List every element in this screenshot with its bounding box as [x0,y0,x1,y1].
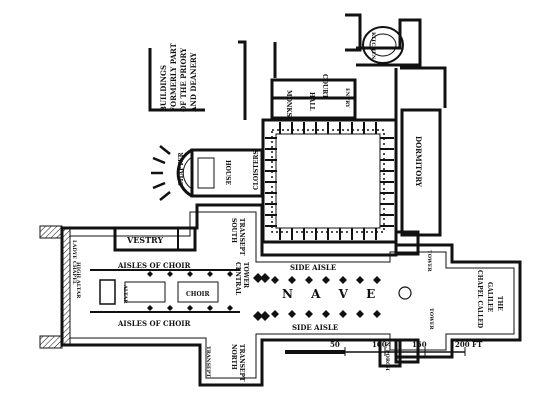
label-side-aisle-top: SIDE AISLE [290,263,336,272]
pier [187,271,193,277]
label-galilee-1: CHAPEL CALLED [476,270,483,328]
pier [339,310,347,318]
church-walls [39,203,522,387]
pier [207,271,213,277]
label-south-transept-1: SOUTH [230,218,237,243]
pier [187,305,193,311]
chapter-house [151,145,264,201]
pier [373,276,381,284]
scale-label-200: 200 FT [455,340,483,349]
label-house: HOUSE [224,160,231,185]
scale-bar: 50 100 150 200 FT [285,340,483,356]
pier [147,305,153,311]
plan-labels: BUILDINGS FORMERLY PART OF THE PRIORY AN… [71,32,503,382]
pier [356,310,364,318]
label-n-porch: N. PORCH [384,342,390,371]
pier [260,311,270,321]
pier [167,271,173,277]
pier [288,276,296,284]
pier [227,305,233,311]
pier [271,276,279,284]
label-entry: ENTRY [344,88,350,108]
pier [356,276,364,284]
pier [167,305,173,311]
pier [260,273,270,283]
label-buildings-1: BUILDINGS [159,65,168,112]
pier [339,276,347,284]
pier [253,311,263,321]
label-kitchen: KITCHEN [370,32,376,60]
scale-label-100: 100 [372,340,387,349]
label-nave: N A V E [282,287,382,301]
label-vestry: VESTRY [126,235,163,245]
label-side-aisle-bottom: SIDE AISLE [292,323,338,332]
label-court: COURT [321,74,328,99]
scale-label-150: 150 [412,340,427,349]
pier [305,276,313,284]
scale-label-50: 50 [330,340,340,349]
label-lady-chapel: LADYE CHAPEL [71,240,77,285]
pier [288,310,296,318]
pier [207,305,213,311]
pier [147,271,153,277]
nave-piers [147,271,381,321]
label-tower-lower: TOWER [428,308,434,331]
label-buildings-3: OF THE PRIORY [179,47,188,112]
label-aisles-choir-bottom: AISLES OF CHOIR [117,319,191,328]
label-chapter: CHAPTER [178,151,185,186]
label-hall: HALL [308,92,315,112]
pier [322,310,330,318]
priory-buildings [148,13,447,240]
pier [373,310,381,318]
label-aisles-choir-top: AISLES OF CHOIR [117,261,191,270]
pier [322,276,330,284]
label-monks: MONKS [285,90,292,117]
cloister [261,118,398,244]
label-north-transept-1: NORTH [230,344,237,370]
label-north-transept-2: TRANSEPT [238,344,245,382]
label-choir: CHOIR [186,291,210,298]
label-central-tower-1: CENTRAL [234,262,241,296]
label-cloisters: CLOISTERS [253,150,260,190]
pier [227,271,233,277]
label-high-altar: HIGH ALTAR [75,262,81,299]
pier [253,273,263,283]
label-transept-small: TRANSEPT [205,346,211,378]
label-dormitory: DORMITORY [414,136,423,188]
label-altar: ALTAR [122,284,128,304]
label-buildings-2: FORMERLY PART [169,42,178,112]
pier [305,310,313,318]
label-galilee-3: THE [496,296,503,311]
label-central-tower-2: TOWER [242,262,249,289]
label-buildings-4: AND DEANERY [189,51,198,113]
label-tower-upper: TOWER [426,250,432,273]
label-galilee-2: GALILEE [486,282,493,313]
label-south-transept-2: TRANSEPT [238,218,245,256]
pier [271,310,279,318]
